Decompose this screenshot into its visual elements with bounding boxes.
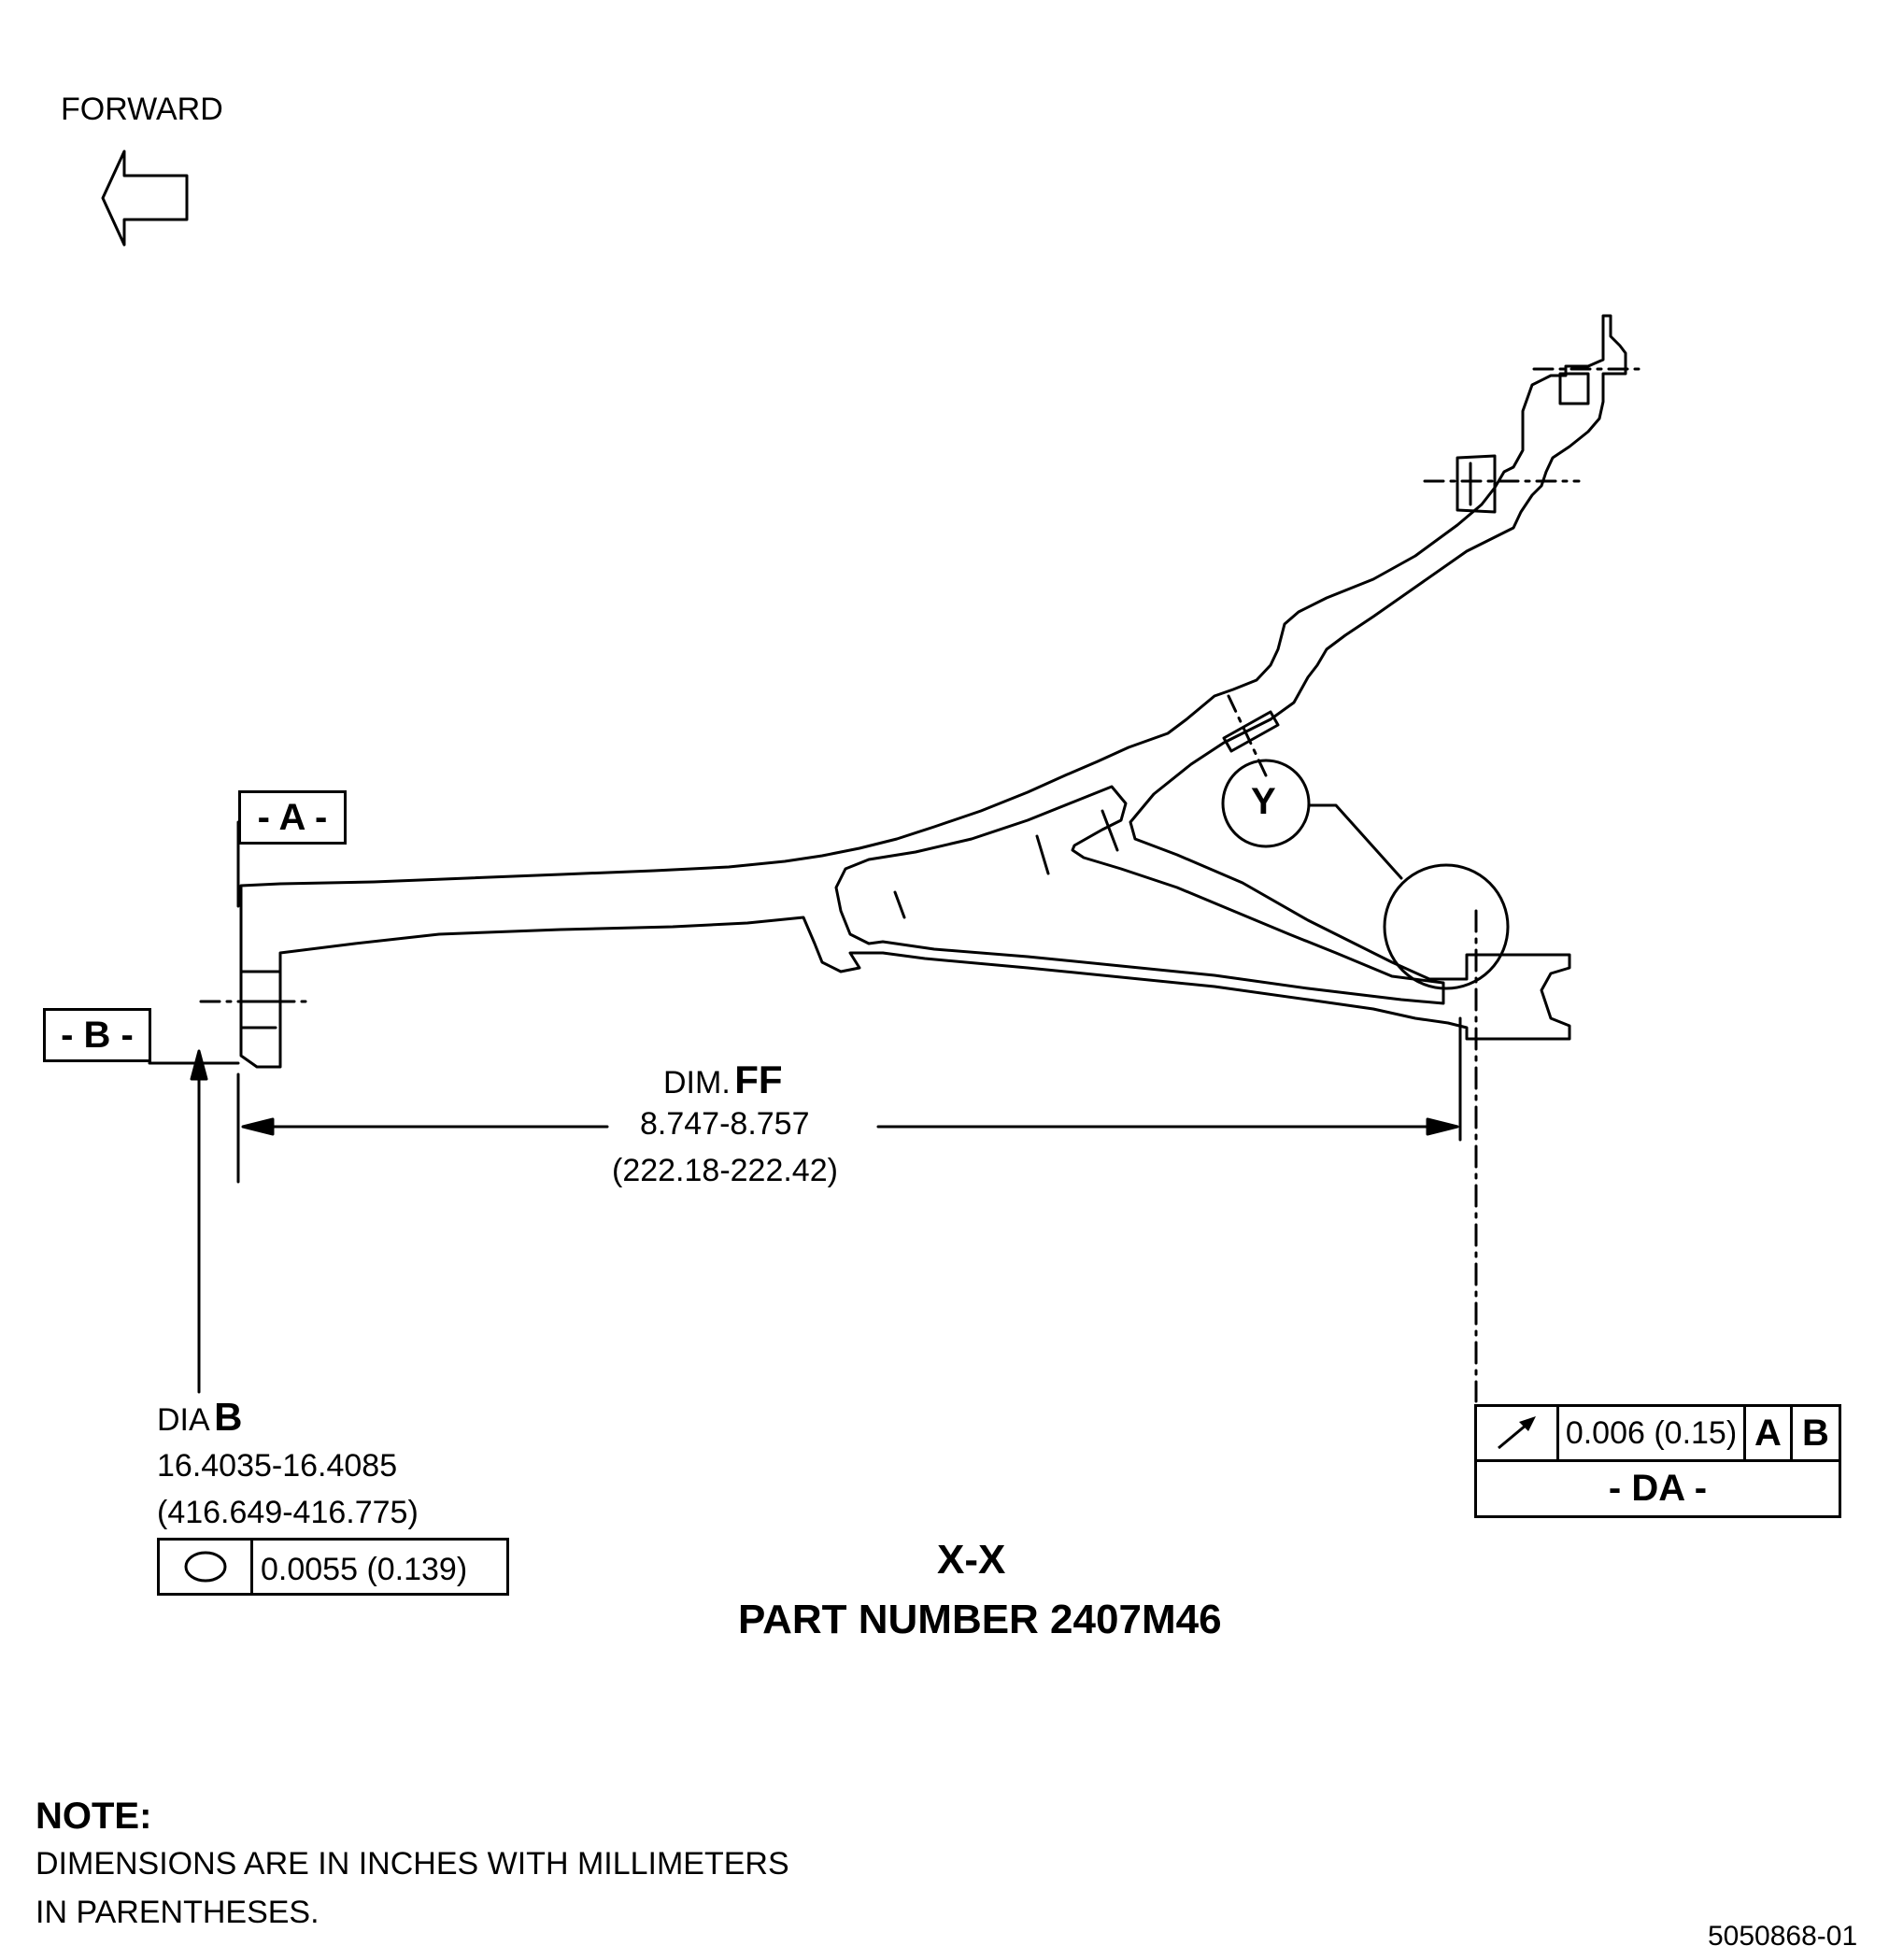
- dia-b-tolerance: 0.0055 (0.139): [261, 1552, 468, 1587]
- runout-frame-top-row: 0.006 (0.15) A B: [1477, 1407, 1839, 1462]
- circularity-icon: [184, 1551, 226, 1583]
- dia-b-arrowhead: [190, 1049, 208, 1081]
- runout-datum1-cell: A: [1746, 1407, 1793, 1459]
- dim-ff-inches: 8.747-8.757: [640, 1106, 810, 1142]
- part-number: PART NUMBER 2407M46: [738, 1597, 1222, 1642]
- section-title: X-X: [937, 1537, 1006, 1583]
- dia-b-millimeters: (416.649-416.775): [157, 1495, 419, 1530]
- figure-id: 5050868-01: [1708, 1921, 1858, 1952]
- runout-tolerance: 0.006 (0.15): [1565, 1414, 1738, 1451]
- circular-runout-arrow-icon: [1497, 1416, 1536, 1450]
- dia-b-heading: DIA B: [157, 1398, 242, 1437]
- bolt-head: [1456, 454, 1497, 514]
- circularity-symbol-cell: [160, 1541, 253, 1593]
- dia-b-prefix: DIA: [157, 1402, 210, 1438]
- dia-b-code: B: [214, 1395, 243, 1439]
- detail-y-label: Y: [1251, 781, 1276, 822]
- note-line-2: IN PARENTHESES.: [36, 1895, 320, 1930]
- dia-b-feature-control-frame: 0.0055 (0.139): [157, 1538, 509, 1596]
- runout-tolerance-cell: 0.006 (0.15): [1559, 1407, 1746, 1459]
- datum-a-label: - A -: [257, 796, 328, 838]
- rib-mark: [1101, 809, 1119, 852]
- runout-datum-label-row: - DA -: [1477, 1462, 1839, 1515]
- rib-mark: [893, 890, 906, 919]
- forward-label: FORWARD: [61, 92, 223, 127]
- rib-mark: [1035, 834, 1050, 875]
- detail-y-bubble: [1221, 759, 1311, 848]
- dim-ff-millimeters: (222.18-222.42): [612, 1153, 838, 1188]
- dim-ff-arrow-left: [241, 1117, 275, 1136]
- runout-datum-label: - DA -: [1608, 1468, 1708, 1509]
- flange-detail: [239, 970, 282, 1030]
- detail-y-circle: [1383, 863, 1510, 990]
- forward-arrow-icon: [101, 149, 189, 247]
- runout-datum2: B: [1802, 1412, 1829, 1454]
- datum-b-frame: - B -: [43, 1008, 151, 1062]
- datum-b-label: - B -: [61, 1014, 134, 1056]
- dim-ff-heading: DIM. FF: [663, 1060, 783, 1100]
- runout-datum1: A: [1754, 1412, 1782, 1454]
- bolt-hole: [1222, 710, 1280, 753]
- note-line-1: DIMENSIONS ARE IN INCHES WITH MILLIMETER…: [36, 1846, 789, 1882]
- runout-feature-control-frame: 0.006 (0.15) A B - DA -: [1474, 1404, 1841, 1518]
- bolt-head: [1558, 372, 1590, 405]
- dim-ff-arrow-right: [1426, 1117, 1459, 1136]
- detail-y-leader: [1307, 803, 1403, 880]
- part-outline-outer: [239, 314, 1627, 1069]
- runout-datum2-cell: B: [1793, 1407, 1839, 1459]
- datum-a-frame: - A -: [238, 790, 347, 845]
- dim-ff-code: FF: [734, 1058, 783, 1101]
- part-outline-inner-web: [834, 785, 1445, 1005]
- dim-ff-prefix: DIM.: [663, 1065, 731, 1101]
- dia-b-inches: 16.4035-16.4085: [157, 1448, 398, 1484]
- note-heading: NOTE:: [36, 1796, 152, 1837]
- runout-symbol-cell: [1477, 1407, 1559, 1459]
